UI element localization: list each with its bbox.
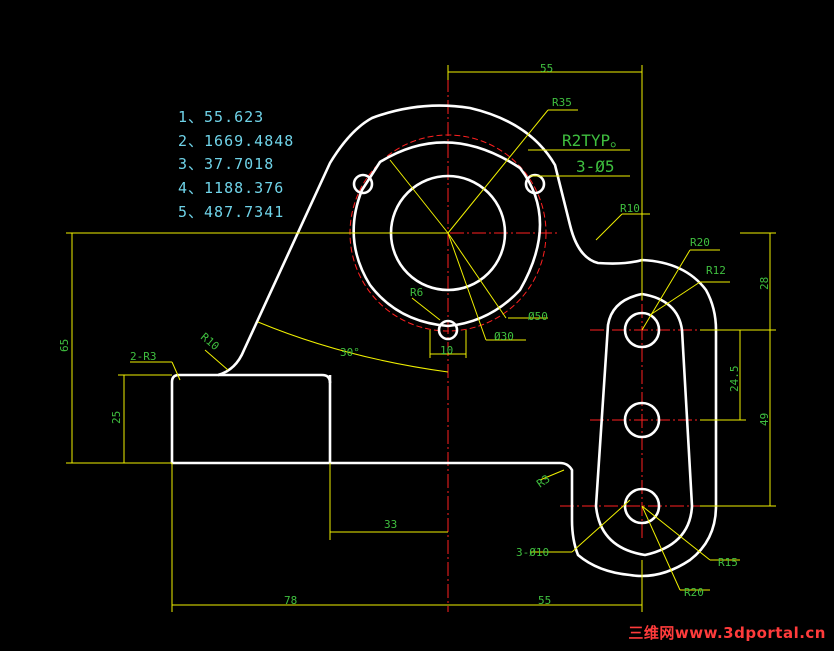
- bolt-hole-right: [524, 173, 546, 195]
- dim-angle30: 30°: [340, 346, 360, 359]
- dim-r10-left: R10: [198, 330, 222, 353]
- dim-h49: 49: [758, 413, 771, 426]
- answer-item-5: 5、487.7341: [178, 202, 285, 221]
- dim-w55-bottom: 55: [538, 594, 551, 607]
- answer-list: 1、55.623 2、1669.4848 3、37.7018 4、1188.37…: [178, 106, 294, 225]
- dim-h25: 25: [110, 411, 123, 424]
- dim-phi50: Ø50: [528, 310, 548, 323]
- part-outline: [170, 104, 718, 578]
- dim-r6: R6: [410, 286, 423, 299]
- dim-r12: R12: [706, 264, 726, 277]
- dim-r20-top: R20: [690, 236, 710, 249]
- dim-h24-5: 24.5: [728, 366, 741, 393]
- answer-item-3: 3、37.7018: [178, 155, 275, 174]
- dimension-texts: 55 R35 R2TYP。 3-Ø5 R10 R20 R12 28 65 R10…: [58, 62, 771, 607]
- center-lines: [340, 78, 718, 612]
- dim-r3: R3: [534, 472, 552, 490]
- dim-phi30: Ø30: [494, 330, 514, 343]
- dim-r15: R15: [718, 556, 738, 569]
- bolt-hole-bottom: [437, 319, 459, 341]
- link-hole-lower: [623, 487, 661, 525]
- outer-contour: [170, 104, 718, 578]
- dim-r10-top: R10: [620, 202, 640, 215]
- dim-top-width: 55: [540, 62, 553, 75]
- dim-three-phi10: 3-Ø10: [516, 546, 549, 559]
- dim-r35: R35: [552, 96, 572, 109]
- dim-w10: 10: [440, 344, 453, 357]
- dim-three-phi5: 3-Ø5: [576, 157, 615, 176]
- answer-item-2: 2、1669.4848: [178, 131, 295, 150]
- answer-item-1: 1、55.623: [178, 108, 265, 126]
- step-top-edge: [218, 373, 332, 384]
- watermark: 三维网www.3dportal.cn: [628, 624, 826, 642]
- bolt-hole-left: [352, 173, 374, 195]
- dimension-lines: [66, 65, 776, 612]
- dim-w78: 78: [284, 594, 297, 607]
- dim-two-r3: 2-R3: [130, 350, 157, 363]
- dim-w33: 33: [384, 518, 397, 531]
- dim-r2typ: R2TYP。: [562, 131, 626, 150]
- flange-inner-contour: [352, 141, 542, 328]
- answer-item-4: 4、1188.376: [178, 179, 285, 198]
- link-hole-upper: [623, 311, 661, 349]
- link-slot-contour: [594, 292, 694, 557]
- dim-h28: 28: [758, 277, 771, 290]
- link-hole-middle: [623, 401, 661, 439]
- dim-h65: 65: [58, 339, 71, 352]
- dim-r20-bottom: R20: [684, 586, 704, 599]
